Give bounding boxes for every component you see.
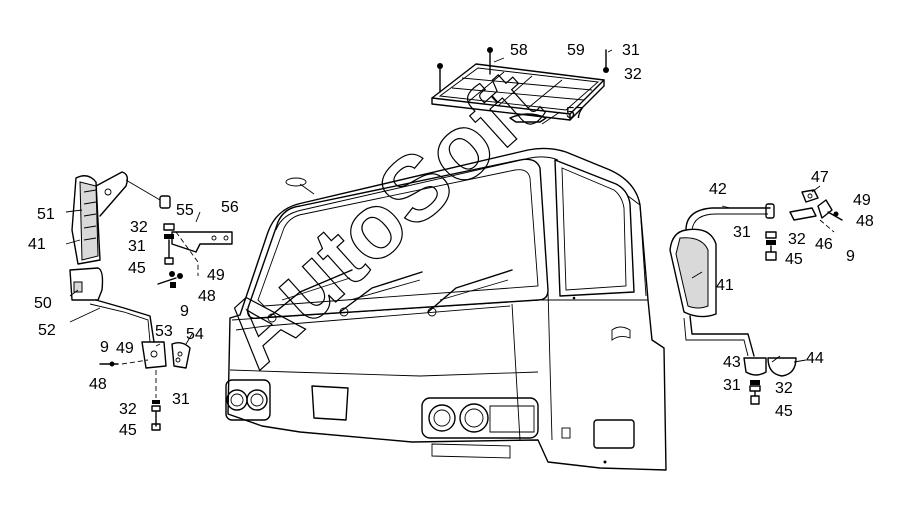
callout-58: 58 [510,42,528,59]
leader-lines [65,49,821,363]
roof-lamp [509,111,561,125]
callout-31: 31 [172,391,190,408]
callout-49: 49 [207,267,225,284]
callout-43: 43 [723,354,741,371]
cab-body [225,147,667,471]
callout-48: 48 [856,213,874,230]
callout-51: 51 [37,206,55,223]
callout-48: 48 [198,288,216,305]
callout-9: 9 [100,339,109,356]
left-mirror-assembly [69,171,233,431]
callout-55: 55 [176,202,194,219]
callout-54: 54 [186,326,204,343]
callout-45: 45 [785,251,803,268]
callout-32: 32 [775,380,793,397]
callout-32: 32 [130,219,148,236]
callout-32: 32 [788,231,806,248]
callout-41: 41 [28,236,46,253]
callout-52: 52 [38,322,56,339]
callout-57: 57 [566,105,584,122]
callout-46: 46 [815,236,833,253]
callout-9: 9 [180,303,189,320]
callout-49: 49 [853,192,871,209]
callout-50: 50 [34,295,52,312]
callout-31: 31 [733,224,751,241]
callout-32: 32 [119,401,137,418]
callout-47: 47 [811,169,829,186]
callout-56: 56 [221,199,239,216]
callout-45: 45 [128,260,146,277]
right-mirror-assembly [669,189,843,405]
callout-53: 53 [155,323,173,340]
callout-44: 44 [806,350,824,367]
callout-31: 31 [622,42,640,59]
callout-labels: 58 59 31 32 57 51 55 56 41 32 31 45 49 4… [28,42,874,439]
callout-59: 59 [567,42,585,59]
callout-45: 45 [119,422,137,439]
watermark: AutoSoft [203,51,561,388]
callout-42: 42 [709,181,727,198]
callout-48: 48 [89,376,107,393]
roof-rack [431,47,609,121]
callout-45: 45 [775,403,793,420]
callout-32: 32 [624,66,642,83]
callout-41: 41 [716,277,734,294]
watermark-text: AutoSoft [203,51,560,387]
callout-31: 31 [128,238,146,255]
callout-49: 49 [116,340,134,357]
callout-9: 9 [846,248,855,265]
callout-31: 31 [723,377,741,394]
